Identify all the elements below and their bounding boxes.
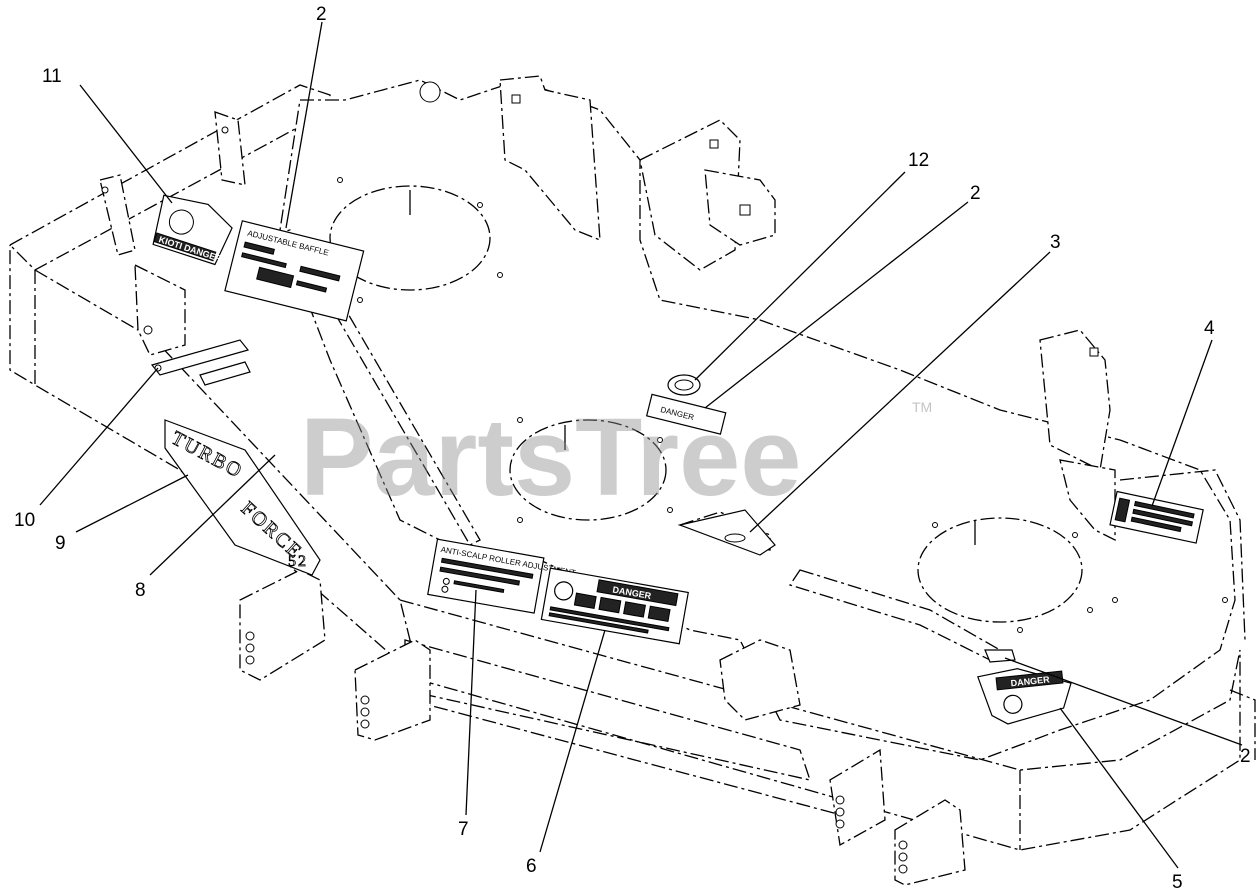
callout-c12: 6 (526, 856, 537, 877)
callout-c1: 2 (316, 4, 327, 25)
deck-size: 52 (288, 553, 308, 570)
callout-c11: 7 (458, 819, 469, 840)
belt-cover-flap (677, 509, 776, 556)
round-plug-decal (667, 374, 701, 396)
kioti-danger-decal: KIOTI DANGER (152, 194, 233, 266)
callout-c3: 12 (908, 150, 929, 171)
danger-pentagon-decal: DANGER (977, 668, 1072, 725)
partstree-watermark: PartsTree TM (300, 396, 932, 519)
watermark-tm: TM (912, 399, 932, 415)
callout-c2: 11 (42, 66, 62, 87)
callout-c10: 2 (1240, 746, 1251, 767)
brackets (99, 75, 1116, 886)
callout-labels: 2 11 12 2 3 4 10 9 8 2 7 6 5 (14, 4, 1251, 893)
turbo-force-lettering: TURBO FORCE 52 (164, 419, 321, 576)
spindle-openings (329, 177, 1228, 633)
callout-c9: 8 (135, 580, 146, 601)
right-danger-decal (1109, 490, 1204, 544)
callout-c7: 10 (14, 510, 35, 531)
callout-c8: 9 (55, 533, 66, 554)
callout-c6: 4 (1204, 318, 1215, 339)
danger-strip-decal-center: DANGER (645, 393, 727, 435)
callout-c4: 2 (970, 183, 981, 204)
callout-c13: 5 (1172, 872, 1183, 893)
watermark-text: PartsTree (300, 396, 801, 519)
leader-lines (39, 21, 1243, 869)
danger-pentagon-label: DANGER (1010, 674, 1050, 688)
adjustable-baffle-decal: ADJUSTABLE BAFFLE (224, 220, 365, 322)
callout-c5: 3 (1050, 232, 1061, 253)
large-danger-decal: DANGER (540, 567, 689, 645)
